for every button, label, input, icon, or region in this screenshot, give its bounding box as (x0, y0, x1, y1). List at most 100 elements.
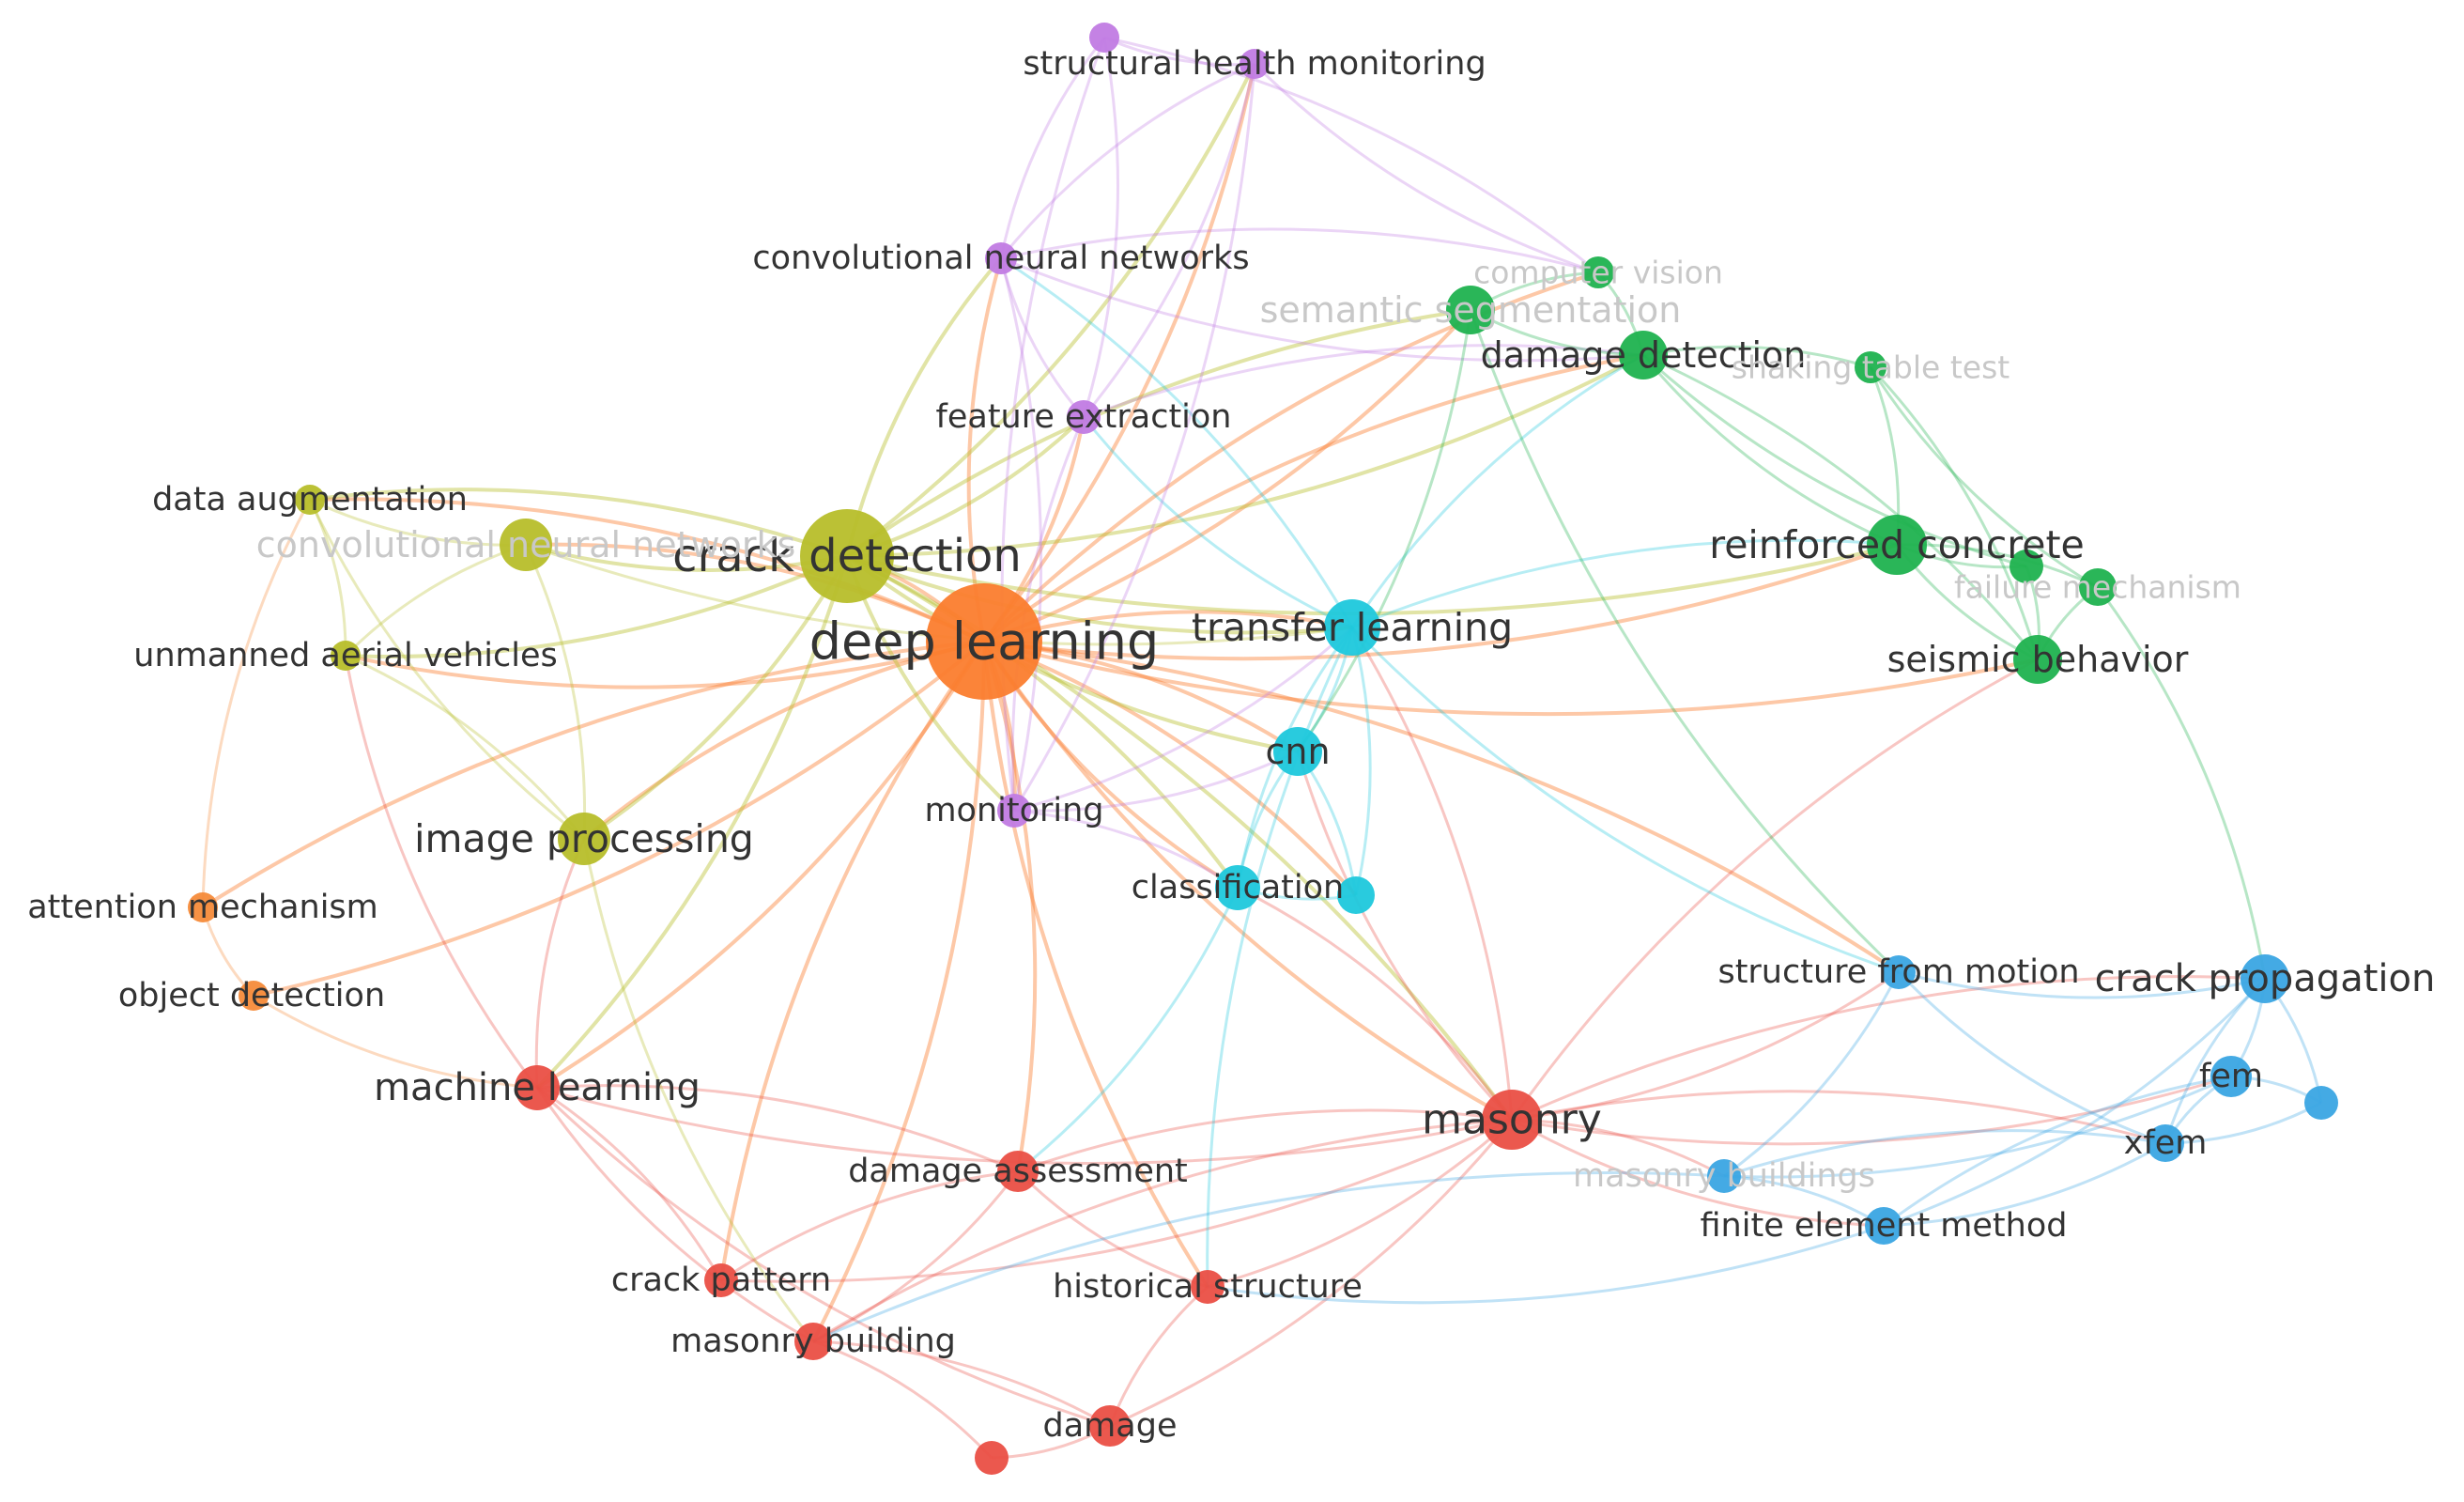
node-masonry[interactable] (1482, 1090, 1542, 1150)
edge-machine-learning-unmanned-aerial-vehicles (344, 655, 539, 1089)
node-data-augmentation[interactable] (295, 485, 325, 515)
edge-deep-learning-historical-structure (982, 641, 1209, 1289)
node-monitoring[interactable] (997, 794, 1031, 828)
label-finite-element-method: finite element method (1701, 1207, 2068, 1245)
edge-masonry-building-masonry (812, 1118, 1513, 1343)
edge-masonry-buildings-xfem (1723, 1129, 2166, 1178)
edge-masonry-seismic-behavior (1510, 658, 2039, 1121)
node-crack-pattern[interactable] (704, 1263, 738, 1297)
edge-transfer-learning-historical-structure (1206, 627, 1354, 1288)
node-convolutional-neural-networks[interactable] (985, 242, 1017, 274)
edge-damage-assessment-masonry (1017, 1108, 1513, 1173)
node-convolutional-nn-yellow[interactable] (500, 519, 552, 571)
label-object-detection: object detection (118, 977, 385, 1014)
edge-convolutional-neural-networks-computer-vision (1000, 227, 1599, 274)
node-reinforced-concrete[interactable] (1867, 515, 1927, 575)
edge-deep-learning-reinforced-concrete (983, 543, 1898, 661)
node-shaking-table-test[interactable] (1855, 351, 1886, 383)
edge-crack-detection-structural-health-monitoring (845, 63, 1256, 558)
edge-deep-learning-semantic-segmentation (983, 308, 1472, 643)
node-classification-2[interactable] (1337, 876, 1375, 914)
label-shaking-table-test: shaking table test (1732, 349, 2010, 386)
edge-deep-learning-masonry (982, 640, 1513, 1122)
node-masonry-buildings[interactable] (1707, 1159, 1741, 1193)
node-damage-detection[interactable] (1619, 331, 1668, 379)
node-blue-small[interactable] (2304, 1086, 2338, 1120)
node-object-detection[interactable] (239, 981, 269, 1011)
edge-masonry-crack-propagation (1511, 975, 2266, 1122)
edge-masonry-buildings-masonry-building (812, 1171, 1725, 1343)
edge-data-augmentation-image-processing (308, 499, 585, 841)
node-deep-learning[interactable] (926, 583, 1042, 700)
node-machine-learning[interactable] (515, 1065, 560, 1110)
edge-monitoring-transfer-learning (1013, 626, 1354, 813)
node-green-small[interactable] (2010, 550, 2043, 583)
edge-machine-learning-damage-assessment (536, 1084, 1019, 1173)
node-classification[interactable] (1215, 865, 1260, 910)
edge-deep-learning-structure-from-motion (983, 640, 1901, 974)
node-damage[interactable] (1089, 1405, 1131, 1447)
label-computer-vision: computer vision (1473, 255, 1723, 291)
label-structure-from-motion: structure from motion (1717, 953, 2079, 991)
node-attention-mechanism[interactable] (188, 892, 218, 922)
edge-transfer-learning-classification-2 (1350, 627, 1372, 896)
node-feature-extraction[interactable] (1067, 400, 1101, 434)
edge-machine-learning-crack-pattern (536, 1086, 723, 1281)
edge-monitoring-classification (1013, 809, 1239, 890)
node-computer-vision[interactable] (1582, 256, 1614, 288)
node-crack-detection[interactable] (800, 509, 894, 603)
label-monitoring: monitoring (924, 792, 1103, 829)
label-xfem: xfem (2124, 1124, 2208, 1162)
node-damage-assessment[interactable] (997, 1151, 1039, 1192)
edge-failure-mechanism-crack-propagation (2096, 586, 2267, 980)
edge-deep-learning-object-detection (253, 640, 986, 998)
label-damage: damage (1043, 1407, 1178, 1445)
edge-crack-detection-semantic-segmentation (845, 308, 1471, 558)
node-unmanned-aerial-vehicles[interactable] (331, 641, 361, 671)
edge-purple-top-monitoring (1000, 37, 1106, 812)
node-red-bottom[interactable] (975, 1441, 1009, 1475)
node-structural-health-monitoring[interactable] (1240, 49, 1270, 79)
label-convolutional-nn-yellow: convolutional neural networks (256, 524, 796, 565)
node-fem[interactable] (2210, 1056, 2252, 1097)
node-masonry-building[interactable] (794, 1323, 832, 1360)
node-xfem[interactable] (2147, 1124, 2184, 1162)
edge-structure-from-motion-crack-propagation (1898, 970, 2266, 999)
label-damage-assessment: damage assessment (848, 1153, 1188, 1190)
node-seismic-behavior[interactable] (2013, 635, 2062, 684)
label-unmanned-aerial-vehicles: unmanned aerial vehicles (133, 637, 557, 674)
node-image-processing[interactable] (558, 813, 610, 865)
edge-xfem-finite-element-method (1883, 1141, 2166, 1228)
edge-classification-damage-assessment (1017, 887, 1240, 1173)
edge-deep-learning-seismic-behavior (983, 640, 2039, 717)
node-structure-from-motion[interactable] (1882, 955, 1916, 989)
edge-object-detection-machine-learning (253, 994, 538, 1090)
edge-crack-pattern-masonry (720, 1118, 1513, 1283)
node-cnn[interactable] (1273, 727, 1322, 776)
edge-damage-masonry (1109, 1119, 1514, 1428)
label-damage-detection: damage detection (1481, 334, 1807, 376)
label-image-processing: image processing (414, 816, 754, 861)
node-historical-structure[interactable] (1191, 1270, 1224, 1304)
edge-masonry-buildings-finite-element-method (1723, 1174, 1885, 1228)
label-semantic-segmentation: semantic segmentation (1260, 289, 1682, 331)
edge-machine-learning-image-processing (534, 838, 586, 1089)
edge-masonry-fem (1511, 1075, 2232, 1146)
edge-damage-detection-seismic-behavior (1642, 353, 2040, 660)
edge-convolutional-nn-yellow-data-augmentation (309, 498, 527, 547)
edge-masonry-xfem (1511, 1090, 2166, 1145)
edge-crack-detection-classification (846, 554, 1240, 890)
label-fem: fem (2199, 1058, 2263, 1095)
node-purple-top[interactable] (1089, 23, 1119, 53)
edge-finite-element-method-crack-propagation (1883, 977, 2267, 1228)
node-finite-element-method[interactable] (1865, 1207, 1902, 1245)
edge-deep-learning-damage-detection (982, 353, 1644, 643)
edge-deep-learning-image-processing (582, 640, 985, 841)
node-failure-mechanism[interactable] (2079, 568, 2117, 606)
node-semantic-segmentation[interactable] (1446, 286, 1495, 334)
node-transfer-learning[interactable] (1324, 599, 1380, 656)
edge-crack-detection-unmanned-aerial-vehicles (345, 554, 848, 658)
node-crack-propagation[interactable] (2241, 954, 2289, 1003)
edge-deep-learning-computer-vision (982, 271, 1599, 643)
